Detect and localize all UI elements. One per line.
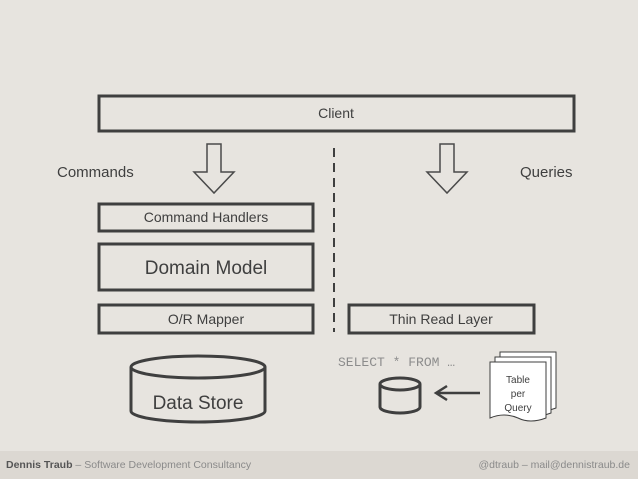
footer-credit: Dennis Traub – Software Development Cons…: [6, 459, 251, 471]
data-store-cylinder-icon: [129, 354, 267, 424]
client-box: [97, 94, 576, 133]
thin-read-layer-label: Thin Read Layer: [389, 311, 493, 327]
sql-query-text: SELECT * FROM …: [338, 355, 455, 370]
table-per-query-line-1: Table: [506, 375, 530, 386]
or-mapper-box: [97, 303, 315, 335]
command-handlers-label: Command Handlers: [144, 209, 269, 225]
domain-model-label: Domain Model: [145, 258, 268, 279]
table-per-query-line-3: Query: [504, 403, 531, 414]
footer: Dennis Traub – Software Development Cons…: [0, 451, 638, 479]
thin-read-layer-box: [347, 303, 536, 335]
or-mapper-label: O/R Mapper: [168, 311, 245, 327]
footer-tagline: – Software Development Consultancy: [72, 459, 252, 471]
footer-author: Dennis Traub: [6, 459, 73, 471]
queries-label: Queries: [520, 164, 573, 181]
data-store-label: Data Store: [153, 393, 244, 414]
commands-label: Commands: [57, 164, 134, 181]
read-store-cylinder-icon: [378, 376, 422, 415]
footer-contact: @dtraub – mail@dennistraub.de: [478, 459, 631, 471]
domain-model-box: [97, 242, 315, 292]
commands-arrow-icon: [192, 143, 236, 195]
command-handlers-box: [97, 202, 315, 233]
table-per-query-line-2: per: [511, 389, 526, 400]
client-label: Client: [318, 105, 354, 121]
queries-arrow-icon: [425, 143, 469, 195]
table-per-query-documents-icon: [489, 351, 557, 422]
left-arrow-icon: [433, 384, 480, 402]
cqrs-diagram: Client Commands Queries Command Handlers…: [57, 94, 576, 424]
